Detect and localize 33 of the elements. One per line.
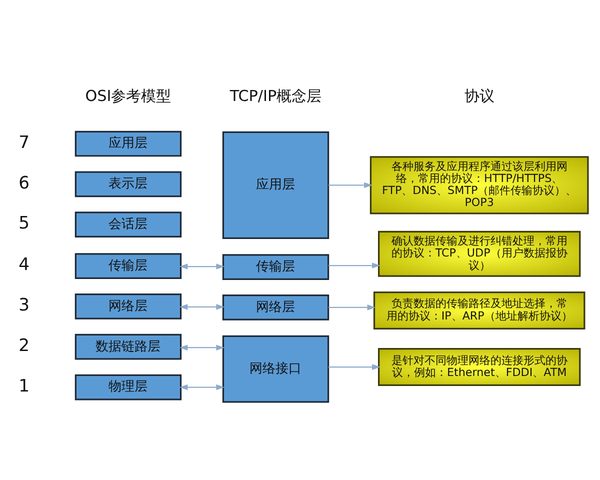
arrow <box>178 263 224 269</box>
node-box: 表示层 <box>74 170 182 197</box>
node-box: 是针对不同物理网络的连接形式的协议，例如：Ethernet、FDDI、ATM <box>378 348 580 386</box>
node-label: 4 <box>18 254 30 275</box>
arrow <box>328 364 380 370</box>
node-label: 3 <box>18 295 30 316</box>
node-box: 应用层 <box>222 130 329 239</box>
node-box: 应用层 <box>74 130 182 156</box>
arrow <box>178 384 224 390</box>
node-box: 网络层 <box>74 293 182 319</box>
node-box: 传输层 <box>222 254 329 280</box>
node-box: 数据链路层 <box>74 333 182 360</box>
node-label: 7 <box>18 132 30 152</box>
node-label: 2 <box>18 335 30 356</box>
node-box: 会话层 <box>74 211 182 238</box>
node-box: 网络接口 <box>222 334 329 402</box>
node-box: 物理层 <box>74 374 182 400</box>
arrow <box>328 182 372 188</box>
node-box: 各种服务及应用程序通过该层利用网络，常用的协议：HTTP/HTTPS、FTP、DNS、SMTP（邮件传输协议）、POP3 <box>369 156 588 214</box>
arrow <box>328 304 376 310</box>
label: OSI参考模型 <box>84 86 171 104</box>
node-label: 1 <box>18 376 30 396</box>
arrow <box>178 304 224 310</box>
arrow <box>178 344 224 350</box>
node-box: 负责数据的传输路径及地址选择，常用的协议：IP、ARP（地址解析协议） <box>372 290 585 329</box>
label: TCP/IP概念层 <box>229 86 322 104</box>
node-box: 确认数据传输及进行纠错处理，常用的协议：TCP、UDP（用户数据报协议） <box>378 230 580 276</box>
node-label: 6 <box>18 172 30 193</box>
node-box: 网络层 <box>222 294 329 320</box>
label: 协议 <box>464 86 494 104</box>
arrow <box>328 262 380 268</box>
node-box: 传输层 <box>74 252 182 278</box>
node-label: 5 <box>18 213 30 234</box>
